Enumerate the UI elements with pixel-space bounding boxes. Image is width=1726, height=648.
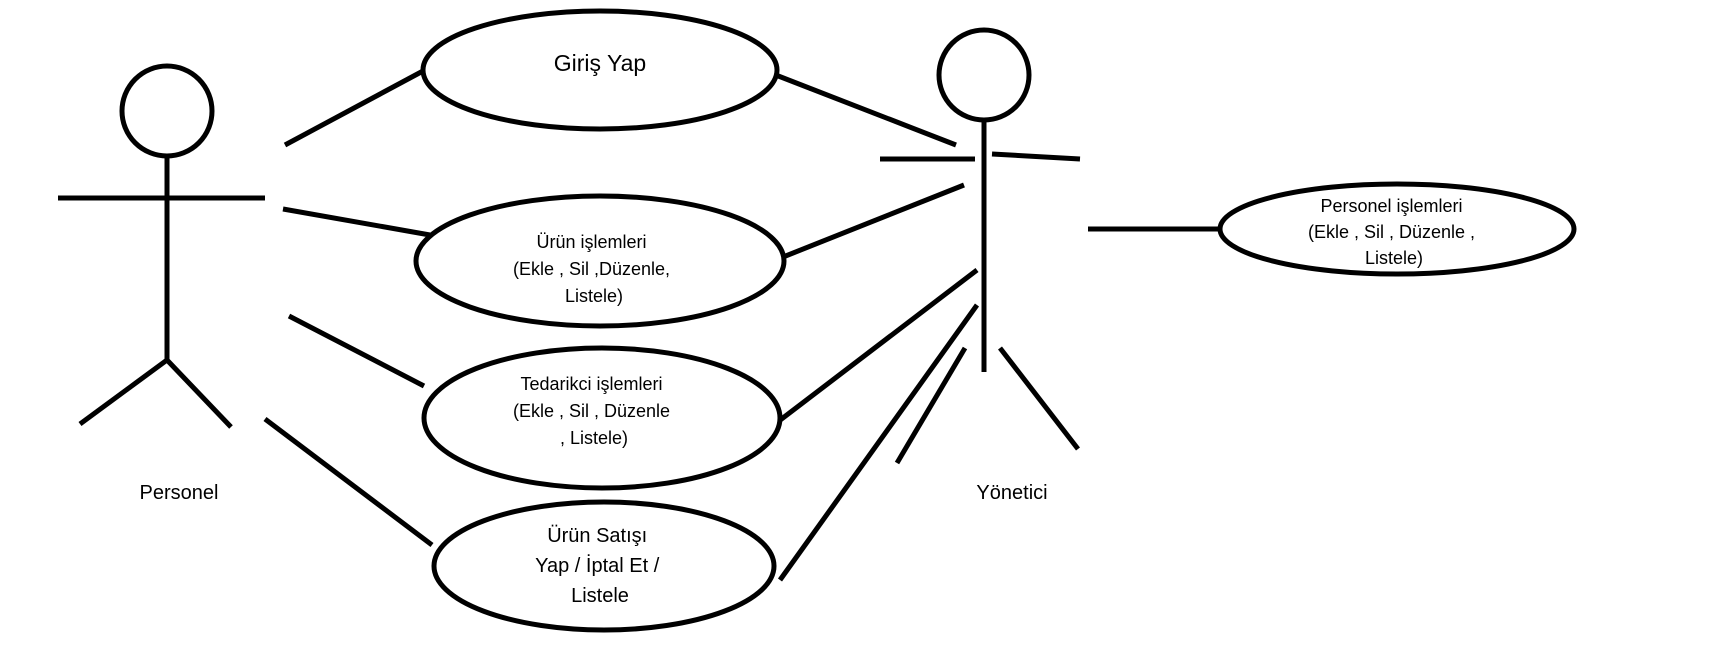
use-case-urun-islemleri: Ürün işlemleri (Ekle , Sil ,Düzenle, Lis… xyxy=(413,193,787,329)
actor-personel: Personel xyxy=(58,63,265,504)
use-case-urun-satisi-text: Ürün Satışı Yap / İptal Et / Listele xyxy=(535,525,665,607)
actor-personel-left-leg xyxy=(78,357,169,427)
use-case-giris-yap: Giriş Yap xyxy=(420,8,780,132)
actor-personel-label: Personel xyxy=(140,482,219,504)
actor-personel-head xyxy=(119,63,215,159)
association-personel-satis xyxy=(263,417,434,547)
use-case-giris-yap-line: Giriş Yap xyxy=(554,50,646,76)
use-case-tedarikci-islemleri-ellipse xyxy=(421,345,783,491)
use-case-personel-islemleri-ellipse xyxy=(1217,181,1577,277)
association-yonetici-giris xyxy=(767,69,957,148)
use-case-tedarikci-islemleri-line-1: Tedarikci işlemleri xyxy=(520,374,662,394)
use-case-giris-yap-text: Giriş Yap xyxy=(554,50,646,76)
association-personel-giris xyxy=(283,68,425,148)
use-case-urun-islemleri-line-1: Ürün işlemleri xyxy=(536,232,646,252)
use-case-personel-islemleri-line-1: Personel işlemleri xyxy=(1320,196,1462,216)
use-case-tedarikci-islemleri-text: Tedarikci işlemleri (Ekle , Sil , Düzenl… xyxy=(513,374,675,448)
use-case-personel-islemleri-line-3: Listele) xyxy=(1365,248,1423,268)
association-personel-urun xyxy=(282,206,431,238)
use-case-tedarikci-islemleri-line-3: , Listele) xyxy=(560,428,628,448)
actor-personel-right-leg xyxy=(165,358,233,429)
use-case-urun-satisi: Ürün Satışı Yap / İptal Et / Listele xyxy=(431,499,777,633)
use-case-giris-yap-ellipse xyxy=(420,8,780,132)
association-yonetici-urun xyxy=(777,182,965,262)
use-case-urun-islemleri-line-3: Listele) xyxy=(565,286,623,306)
association-yonetici-tedarikci xyxy=(773,268,979,426)
use-case-tedarikci-islemleri-line-2: (Ekle , Sil , Düzenle xyxy=(513,401,670,421)
association-yonetici-satis xyxy=(777,303,980,582)
use-case-urun-satisi-line-2: Yap / İptal Et / xyxy=(535,554,660,577)
use-case-urun-satisi-line-3: Listele xyxy=(571,585,629,607)
actor-yonetici-right-arm xyxy=(991,151,1081,162)
use-case-urun-islemleri-line-2: (Ekle , Sil ,Düzenle, xyxy=(513,259,670,279)
use-case-urun-satisi-line-1: Ürün Satışı xyxy=(547,525,647,547)
use-case-urun-islemleri-text: Ürün işlemleri (Ekle , Sil ,Düzenle, Lis… xyxy=(513,232,675,306)
use-case-urun-islemleri-ellipse xyxy=(413,193,787,329)
use-case-urun-satisi-ellipse xyxy=(431,499,777,633)
use-case-personel-islemleri-text: Personel işlemleri (Ekle , Sil , Düzenle… xyxy=(1308,196,1480,268)
association-personel-tedarikci xyxy=(287,313,426,389)
use-case-personel-islemleri-line-2: (Ekle , Sil , Düzenle , xyxy=(1308,222,1475,242)
actor-yonetici-head xyxy=(936,27,1032,123)
actor-yonetici: Yönetici xyxy=(880,27,1081,504)
actor-yonetici-right-leg xyxy=(998,346,1080,451)
actor-yonetici-left-leg xyxy=(894,346,968,465)
use-case-tedarikci-islemleri: Tedarikci işlemleri (Ekle , Sil , Düzenl… xyxy=(421,345,783,491)
actor-yonetici-label: Yönetici xyxy=(976,482,1047,504)
use-case-personel-islemleri: Personel işlemleri (Ekle , Sil , Düzenle… xyxy=(1217,181,1577,277)
